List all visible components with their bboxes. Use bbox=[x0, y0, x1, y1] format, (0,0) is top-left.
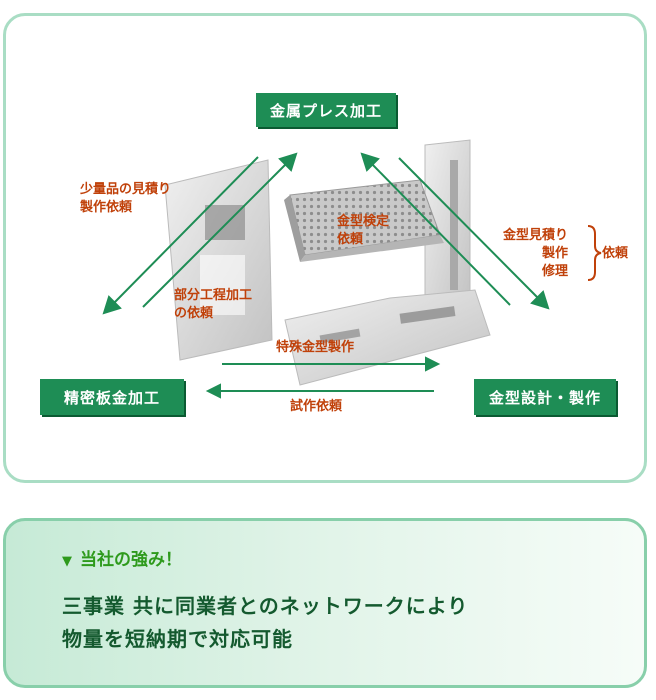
label-special-mold: 特殊金型製作 bbox=[276, 339, 354, 357]
triangle-down-icon: ▼ bbox=[62, 554, 72, 569]
node-precision-sheet-metal: 精密板金加工 bbox=[40, 379, 184, 415]
node-mold-design: 金型設計・製作 bbox=[474, 379, 616, 415]
label-mold-check: 金型検定 依頼 bbox=[337, 213, 389, 249]
brace bbox=[588, 226, 601, 280]
node-metal-press: 金属プレス加工 bbox=[256, 93, 396, 127]
strength-text: 三事業 共に同業者とのネットワークにより 物量を短納期で対応可能 bbox=[62, 590, 468, 656]
label-mold-estimate: 金型見積り 製作 修理 bbox=[503, 227, 568, 281]
label-trial-request: 試作依頼 bbox=[290, 398, 342, 416]
label-parts-process: 部分工程加工 の依頼 bbox=[174, 287, 252, 323]
label-request: 依頼 bbox=[602, 245, 628, 263]
strength-title: 当社の強み！ bbox=[80, 550, 182, 570]
label-small-lot: 少量品の見積り 製作依頼 bbox=[80, 181, 171, 217]
strength-heading: ▼ 当社の強み！ bbox=[62, 545, 182, 570]
